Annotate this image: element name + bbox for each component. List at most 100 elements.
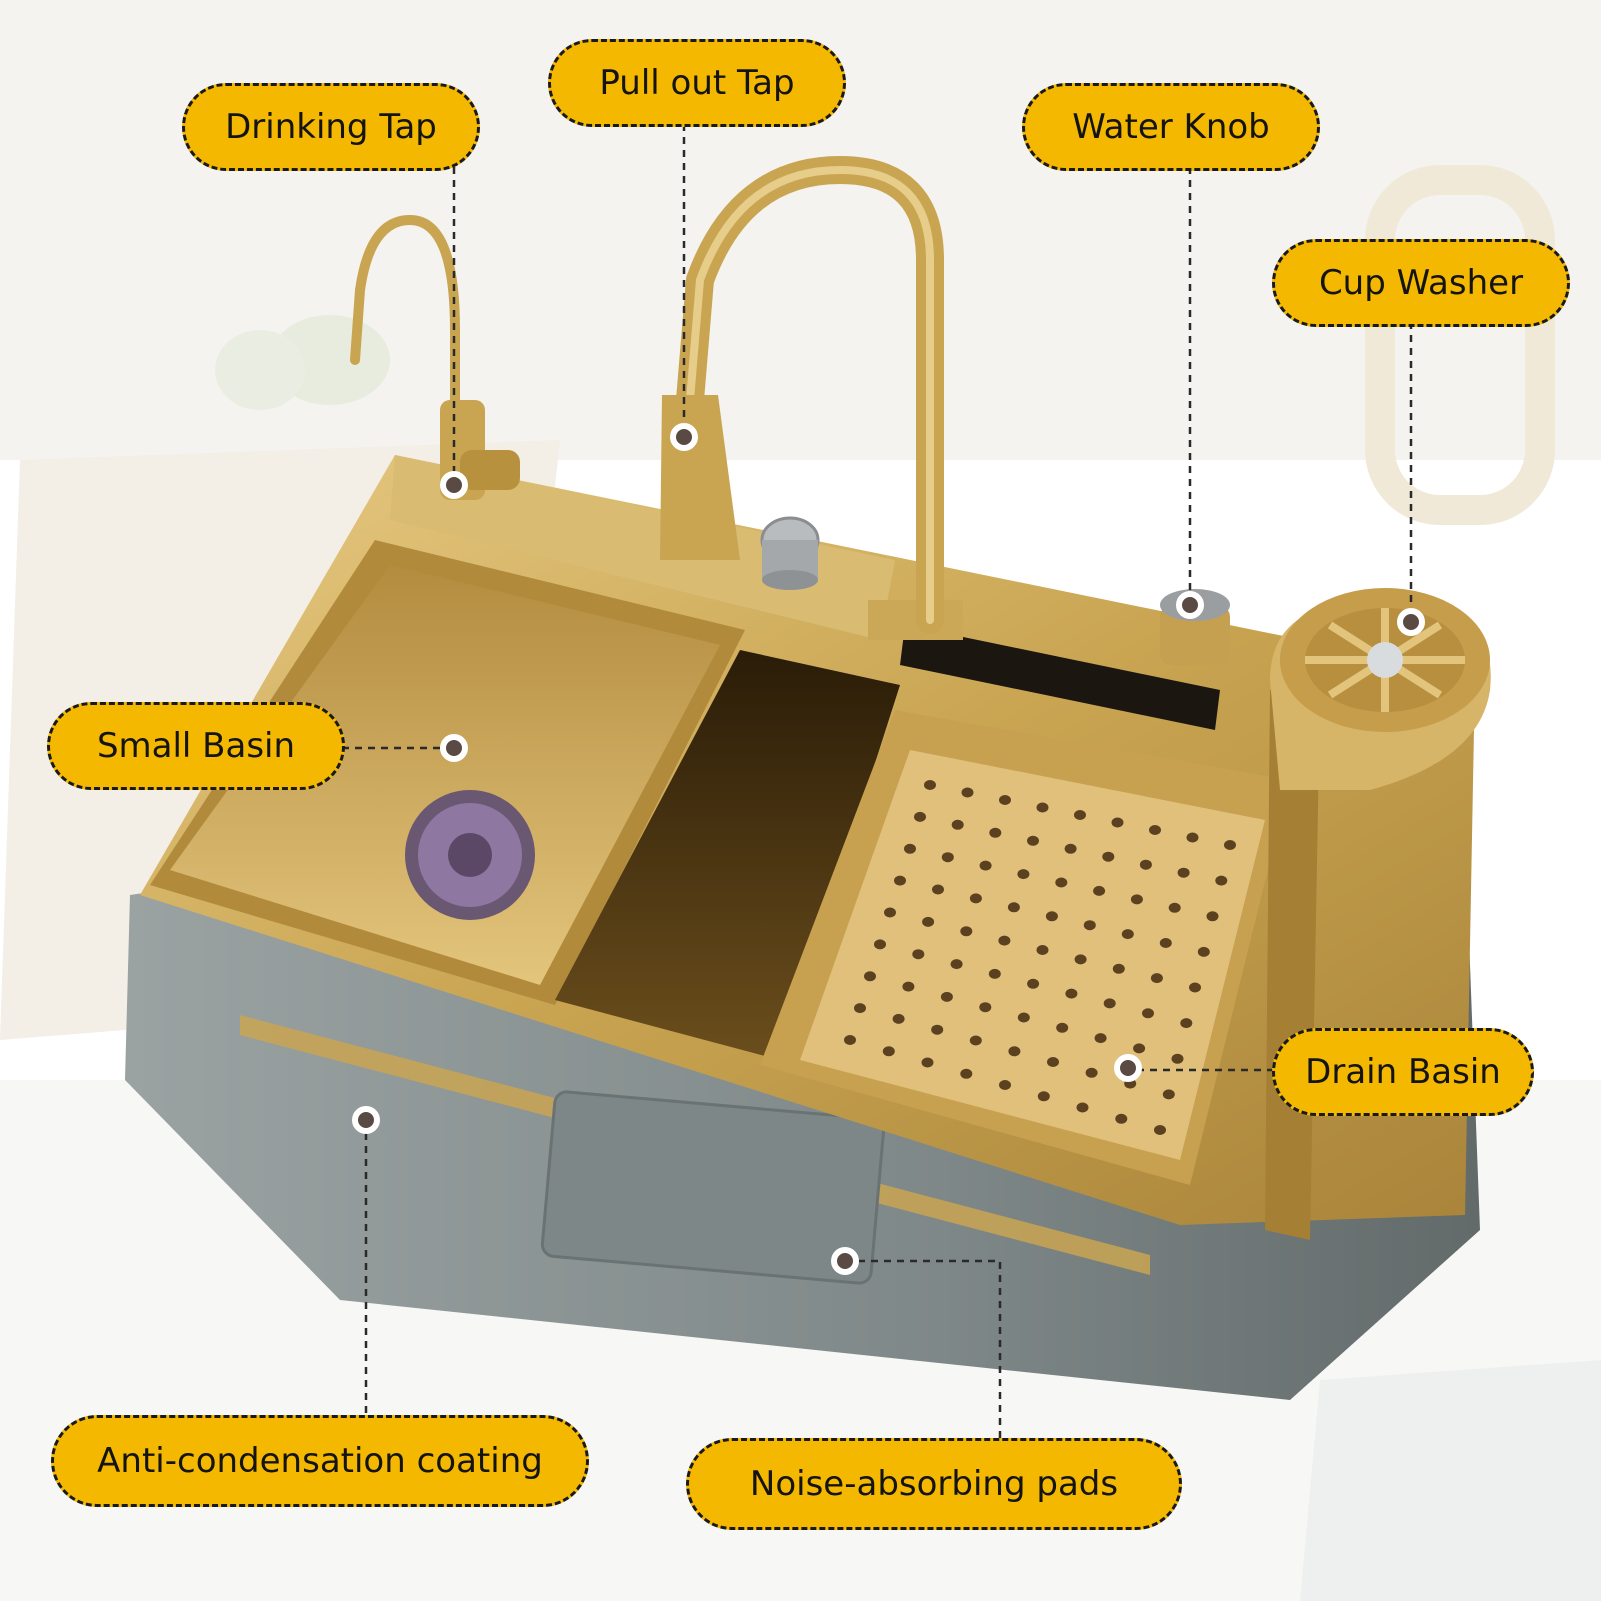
drain-hole [960,1068,973,1079]
drain-hole [1056,1022,1069,1033]
drain-hole [1224,840,1236,850]
drain-hole [884,907,896,918]
drain-hole [999,795,1011,805]
drain-hole [1189,982,1201,993]
drain-basin-callout: Drain Basin [1272,1028,1534,1116]
drain-hole [1074,810,1086,820]
drain-hole [979,860,992,871]
drain-hole [1168,902,1181,913]
drain-hole [892,1013,905,1024]
drain-hole [844,1035,856,1045]
drain-hole [922,916,935,927]
small-basin-callout: Small Basin [47,702,345,790]
drain-hole [1017,869,1030,880]
drain-hole [1074,954,1087,965]
middle-well [555,650,900,1060]
drain-hole [1215,875,1228,886]
drain-hole [921,1057,934,1068]
drain-hole [1197,946,1210,957]
drain-basin-marker [1114,1054,1142,1082]
drain-hole [1159,938,1172,948]
drain-hole [1008,1046,1021,1057]
drain-hole [1076,1102,1089,1113]
drain-hole [1121,929,1134,940]
drain-hole [864,971,876,982]
drain-hole [1055,877,1068,888]
small-basin-marker [440,734,468,762]
drain-hole [1065,988,1078,999]
cup-washer-marker [1397,608,1425,636]
drain-hole [1180,1018,1193,1029]
drain-hole [988,968,1001,979]
marker-dots [352,423,1425,1275]
drain-hole [999,1080,1011,1090]
cup-washer-callout: Cup Washer [1272,239,1570,327]
drain-hole [940,991,953,1002]
drain-hole [1037,1091,1050,1102]
anti-condensation-callout: Anti-condensation coating [51,1415,589,1507]
drain-hole [924,780,936,790]
drain-hole [1111,817,1124,828]
drain-hole [979,1002,992,1013]
water-knob-marker [1176,591,1204,619]
drain-hole [1142,1008,1154,1019]
drain-hole [874,939,886,950]
drain-basin-shape [760,710,1290,1185]
drain-hole [1007,902,1020,913]
drain-hole [1162,1089,1175,1100]
drain-hole [914,811,926,822]
pull-out-tap-marker [670,423,698,451]
drain-hole [912,949,925,960]
drain-hole [1150,973,1163,984]
drain-hole [1139,859,1152,870]
drain-hole [1093,885,1106,896]
deck-details [760,516,1491,1240]
drain-hole [1154,1125,1166,1135]
drain-hole [931,1024,944,1035]
drain-hole [1103,998,1116,1009]
drain-hole [1047,1057,1059,1067]
drain-hole [1177,867,1190,878]
drain-hole [960,926,973,937]
drain-hole [854,1003,866,1014]
noise-absorbing-marker [831,1247,859,1275]
drinking-tap-marker [440,471,468,499]
drain-hole [1027,978,1040,989]
drain-hole [894,875,906,886]
drain-hole [1149,825,1161,835]
drain-hole [1045,911,1058,922]
leader-lines [342,124,1413,1445]
drain-hole [1112,963,1125,974]
pull-out-tap-callout: Pull out Tap [548,39,846,127]
drain-hole [1017,1012,1030,1023]
drinking-tap-callout: Drinking Tap [182,83,480,171]
drain-hole [969,1035,982,1046]
drain-hole [1064,843,1077,854]
drain-hole [989,827,1002,838]
drain-hole [1036,945,1049,955]
noise-absorbing-callout: Noise-absorbing pads [686,1438,1182,1530]
drain-hole [1186,832,1199,843]
drain-hole [1094,1033,1107,1044]
drain-hole [1206,911,1219,922]
anti-condensation-marker [352,1106,380,1134]
drain-hole [1027,835,1039,846]
drain-hole [1102,851,1115,862]
drain-hole [1130,894,1143,905]
drain-hole [1083,920,1096,931]
drain-hole [902,981,915,992]
small-basin-shape [150,540,745,1005]
drain-hole [951,819,964,830]
drain-hole [950,959,963,970]
drain-hole [969,893,982,904]
drain-hole [1171,1053,1184,1064]
drain-hole [1133,1043,1146,1054]
water-knob-callout: Water Knob [1022,83,1320,171]
drain-hole [904,843,916,854]
drain-hole [961,787,974,798]
drain-hole [998,935,1011,946]
drain-hole [1085,1067,1098,1078]
drain-hole [941,852,954,863]
drain-hole [1115,1113,1128,1124]
